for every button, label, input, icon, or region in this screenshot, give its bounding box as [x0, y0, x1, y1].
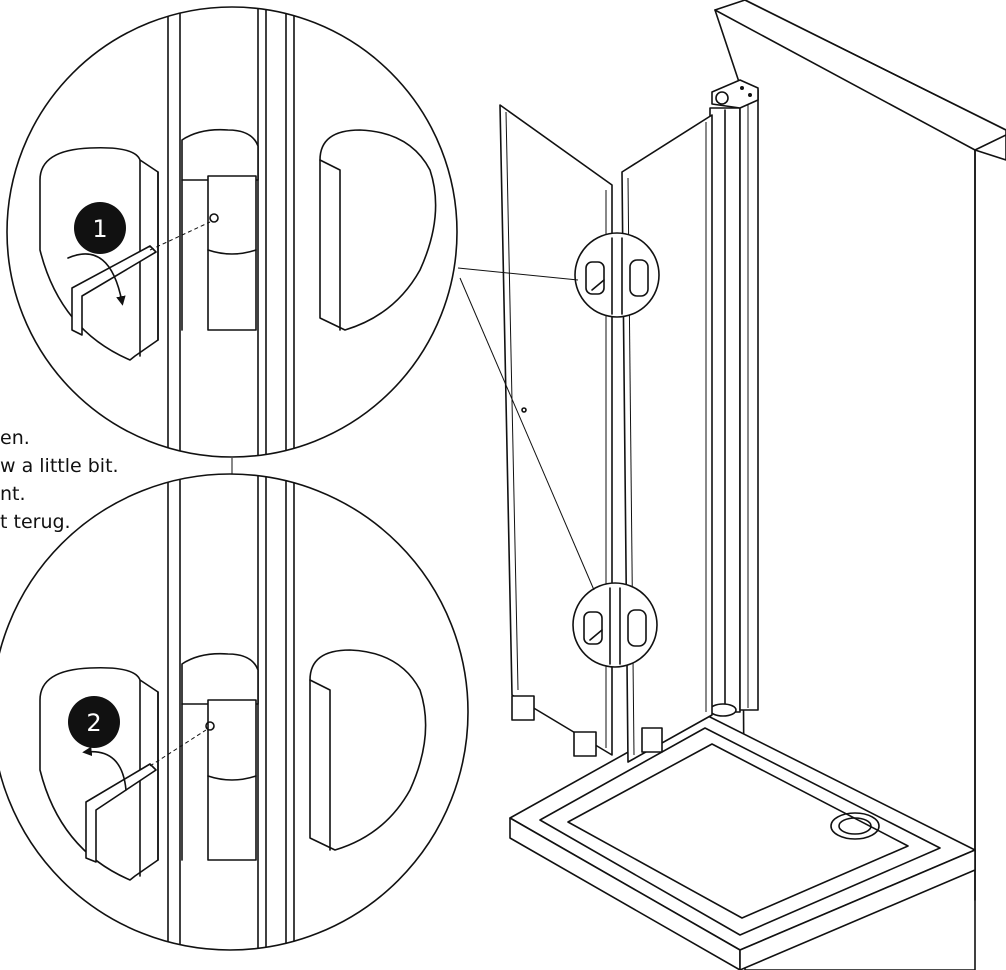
rotate-down-arrow-icon [67, 253, 126, 306]
bottom-brackets [511, 695, 663, 757]
instruction-line-4: t terug. [0, 511, 71, 533]
step-2-badge: 2 [68, 696, 120, 748]
drain-icon [830, 812, 880, 840]
step-1-badge: 1 [74, 202, 126, 254]
detail-marker-top [574, 232, 660, 318]
detail-marker-bottom [572, 582, 658, 668]
instruction-text: en. w a little bit. nt. t terug. [0, 427, 119, 533]
step-1-number: 1 [92, 215, 107, 243]
detail-zoom-step-2: 2 [0, 473, 469, 951]
instruction-line-3: nt. [0, 483, 26, 505]
hinge-profile [709, 79, 759, 717]
shower-tray [509, 711, 976, 970]
instruction-line-2: w a little bit. [0, 455, 119, 477]
door-panel-right [621, 114, 713, 763]
step-2-number: 2 [86, 709, 101, 737]
instruction-line-1: en. [0, 427, 30, 449]
detail-zoom-step-1: 1 [6, 6, 458, 458]
rotate-up-arrow-icon [82, 746, 127, 791]
wall [714, 0, 1006, 970]
